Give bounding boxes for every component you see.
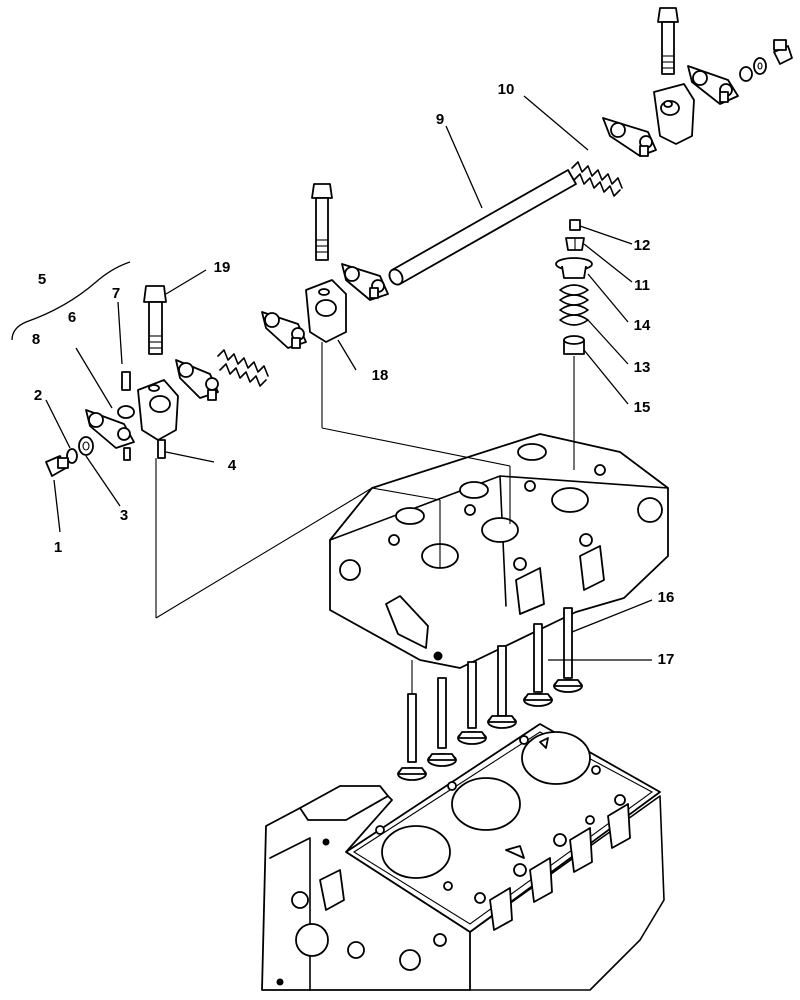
valve-set [397,607,583,781]
bolt-top-right [657,7,679,75]
callout-14: 14 [634,317,651,334]
engine-block [261,785,665,991]
shaft-spring-center [217,349,269,387]
collar-6 [117,405,135,419]
callout-4: 4 [228,457,237,474]
rocker-shaft [388,169,577,286]
callout-10: 10 [498,81,515,98]
reference-lines [155,342,575,694]
leader-lines [11,95,653,661]
rocker-arm-8 [85,409,135,461]
callout-6: 6 [68,309,76,326]
callout-16: 16 [658,589,675,606]
valve-spring-13 [559,284,589,326]
spring-retainer-14 [555,257,593,279]
bolt-1 [45,455,69,477]
rocker-bracket-top-right [653,83,695,145]
rocker-arm-right-a [602,117,657,157]
callout-11: 11 [634,277,650,294]
washer-2 [66,448,78,464]
callout-19: 19 [214,259,231,276]
center-bolt [311,183,333,261]
callout-8: 8 [32,331,40,348]
rocker-arm-right-b [687,65,739,105]
bolt-19 [143,285,167,355]
callout-7: 7 [112,285,120,302]
head-side-windows [385,545,605,649]
rocker-bracket-left [137,379,179,441]
shaft-spring-right [571,161,623,197]
callout-9: 9 [436,111,444,128]
cylinder-head [329,433,669,669]
callout-12: 12 [634,237,651,254]
rocker-arm-left-b [175,359,219,401]
washer-top-right [739,57,767,82]
callout-labels: 1 2 3 4 5 6 7 8 9 10 11 12 13 14 15 16 1… [32,81,675,668]
rocker-arm-center-right [341,263,389,301]
valve-1 [397,693,427,781]
pin-4 [157,439,166,459]
callout-5: 5 [38,271,46,288]
valve-cap-12 [569,219,581,231]
bolt-end-top-right [773,39,793,65]
valve-5 [523,623,553,707]
rocker-bracket-center [305,279,347,343]
washer-3 [78,436,94,456]
callout-17: 17 [658,651,675,668]
valve-seal-15 [563,335,585,355]
gasket-holes [375,735,626,904]
callout-1: 1 [54,539,62,556]
valve-2 [427,677,457,767]
callout-13: 13 [634,359,651,376]
valve-6 [553,607,583,693]
valve-3 [457,661,487,745]
rocker-arm-center-left [261,311,307,349]
valve-4 [487,645,517,729]
callout-3: 3 [120,507,128,524]
callout-18: 18 [372,367,389,384]
pin-7 [121,371,131,391]
collet-11 [565,237,585,251]
callout-15: 15 [634,399,651,416]
head-ports [388,443,606,571]
callout-2: 2 [34,387,42,404]
